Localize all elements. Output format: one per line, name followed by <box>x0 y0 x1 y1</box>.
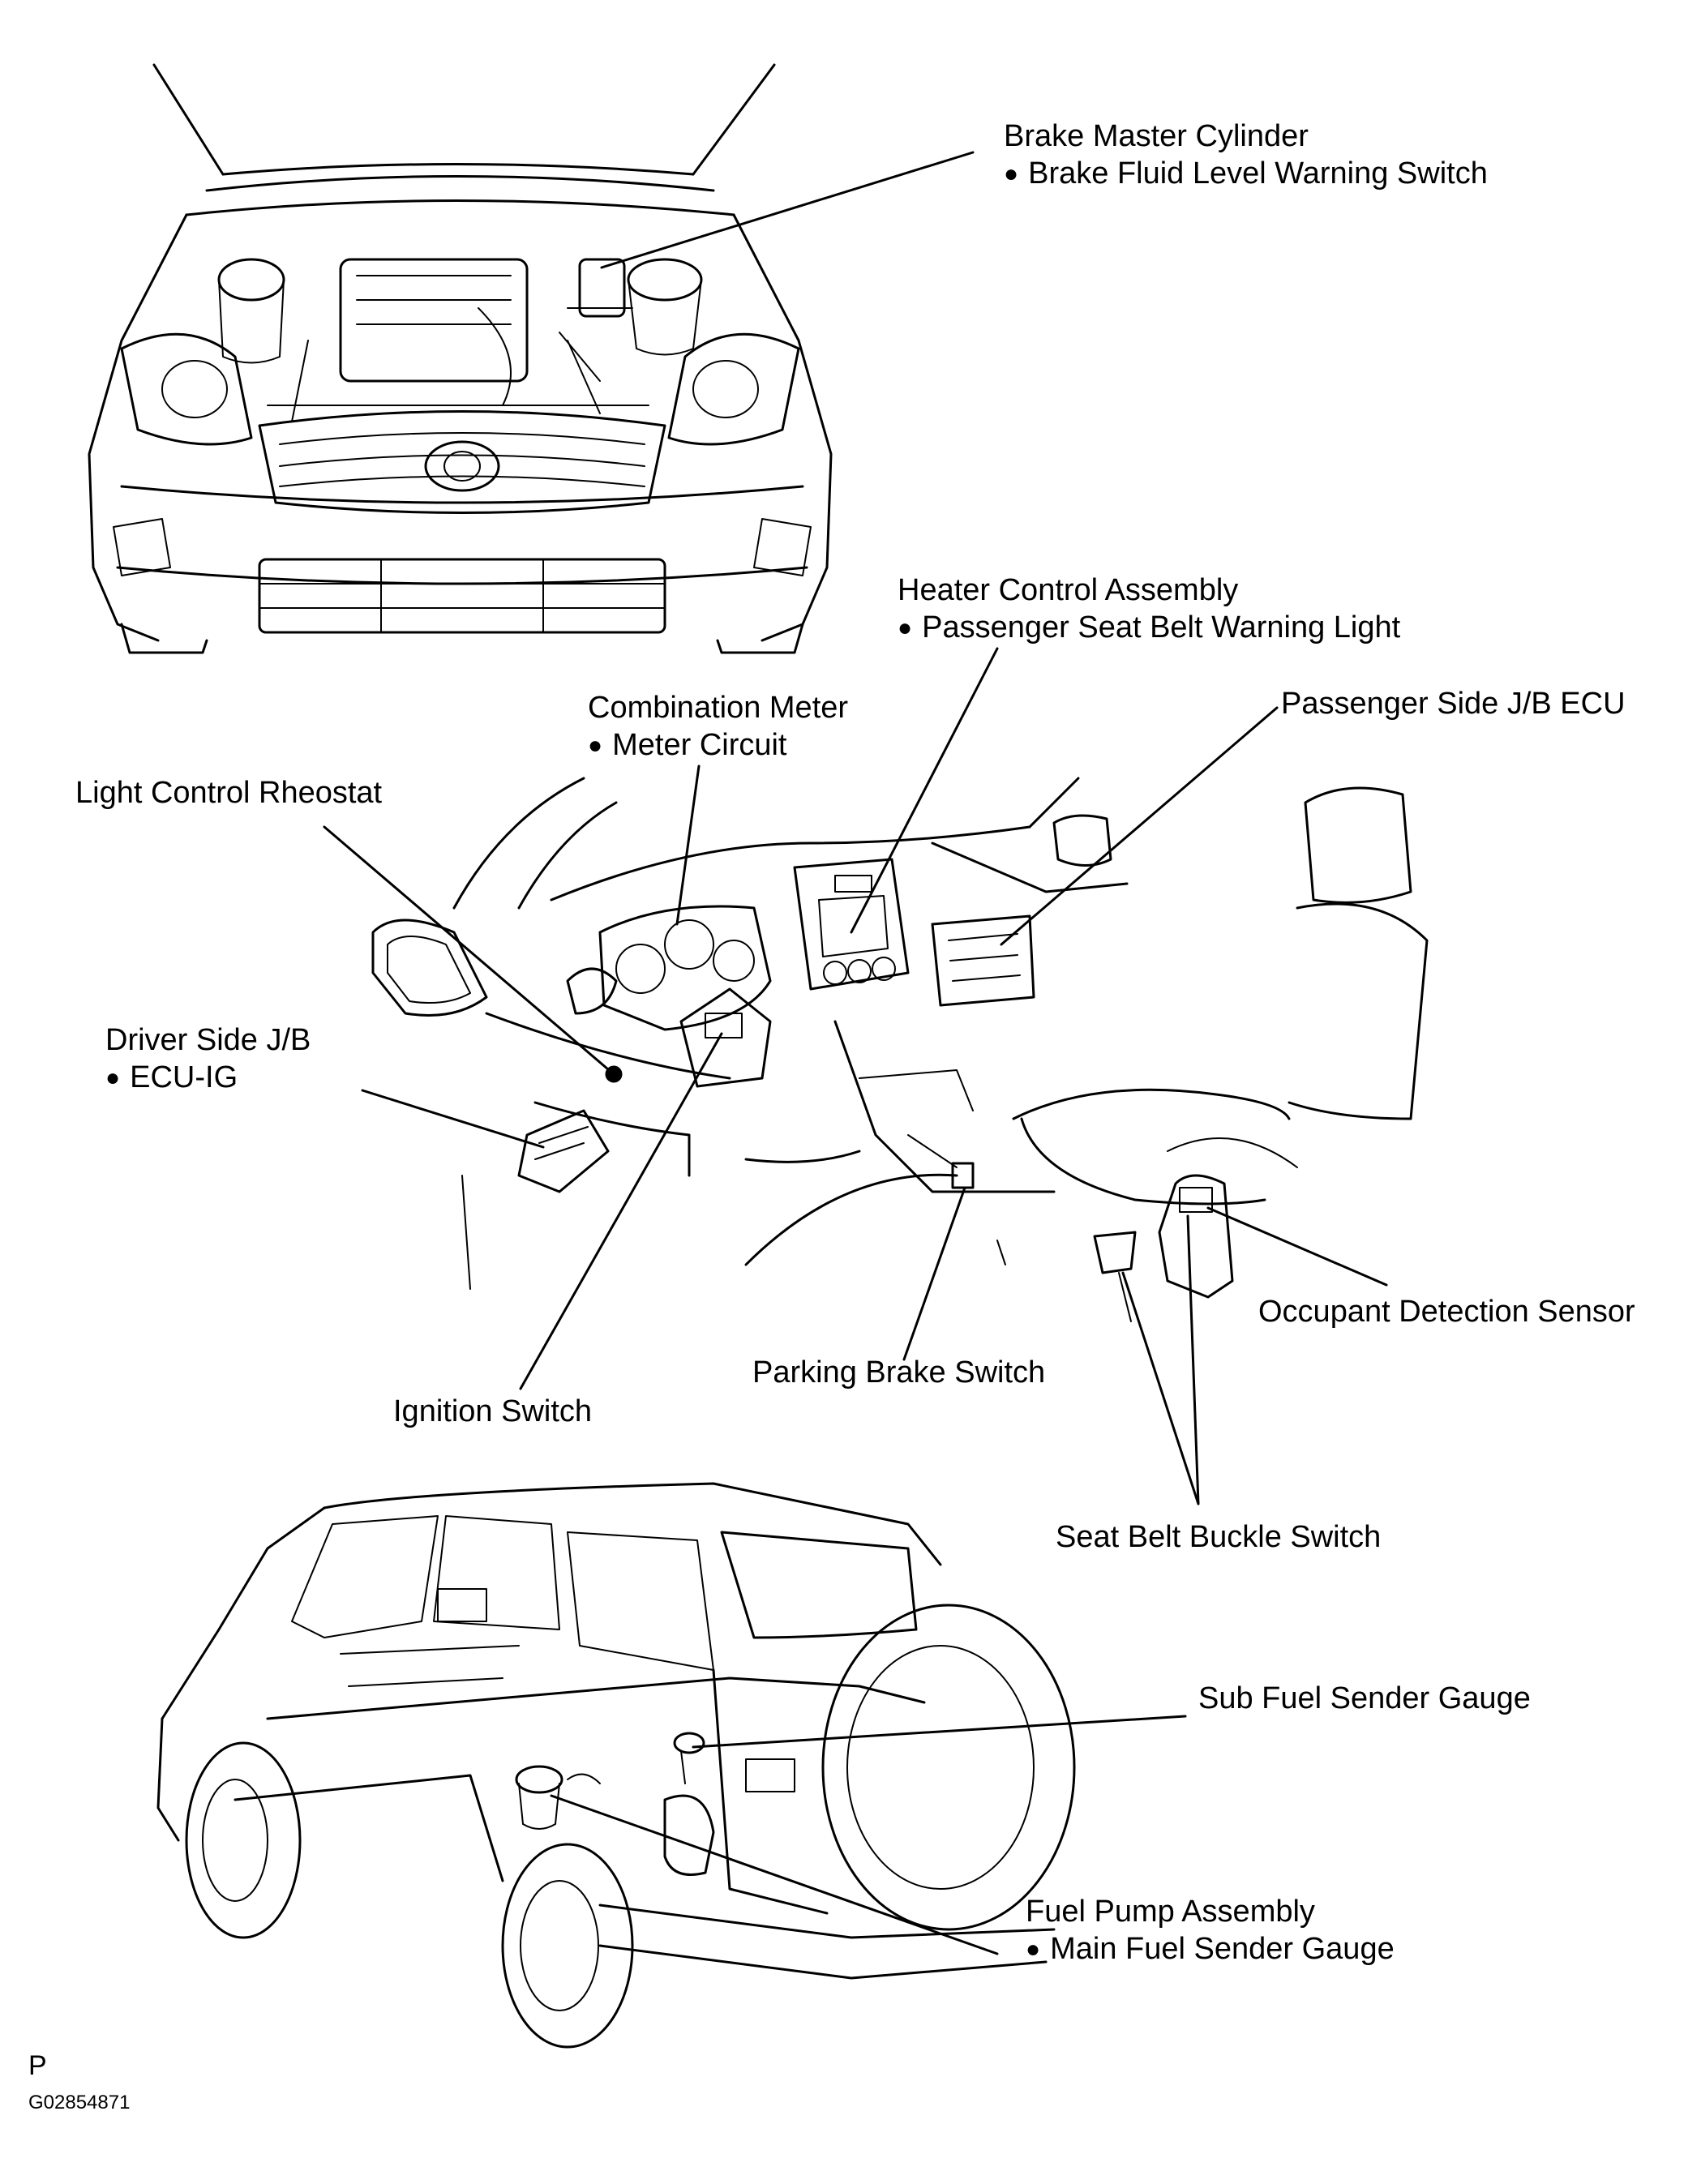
leader-fuel-pump-assembly <box>550 1794 999 1955</box>
fuel-pump-assembly-title: Fuel Pump Assembly <box>1026 1895 1315 1929</box>
interior-illustration <box>371 777 1429 1322</box>
rear-car-illustration <box>156 1482 1076 2049</box>
leader-heater-control-assembly <box>850 647 999 934</box>
label-fuel-pump-assembly: Fuel Pump Assembly Main Fuel Sender Gaug… <box>1026 1893 1395 1970</box>
label-heater-control-assembly: Heater Control Assembly Passenger Seat B… <box>898 572 1400 649</box>
heater-control-assembly-title: Heater Control Assembly <box>898 573 1239 607</box>
leader-seat-belt-buckle-switch-2 <box>1186 1214 1200 1505</box>
label-occupant-detection-sensor: Occupant Detection Sensor <box>1258 1293 1635 1330</box>
front-car-illustration <box>88 63 833 654</box>
label-combination-meter: Combination Meter Meter Circuit <box>588 689 848 766</box>
leader-occupant-detection-sensor <box>1206 1206 1388 1287</box>
brake-master-cylinder-title: Brake Master Cylinder <box>1004 119 1309 153</box>
page-mark: P <box>28 2050 47 2081</box>
ignition-switch-title: Ignition Switch <box>393 1394 593 1428</box>
leader-brake-master-cylinder <box>600 151 975 269</box>
label-light-control-rheostat: Light Control Rheostat <box>75 774 382 812</box>
leader-ignition-switch <box>519 1032 723 1390</box>
main-fuel-sender-gauge-label: Main Fuel Sender Gauge <box>1026 1930 1395 1970</box>
passenger-seat-belt-warning-light-label: Passenger Seat Belt Warning Light <box>898 609 1400 649</box>
leader-seat-belt-buckle-switch-1 <box>1121 1271 1200 1505</box>
label-brake-master-cylinder: Brake Master Cylinder Brake Fluid Level … <box>1004 118 1488 195</box>
label-seat-belt-buckle-switch: Seat Belt Buckle Switch <box>1056 1518 1381 1556</box>
leader-light-control-rheostat <box>323 825 615 1076</box>
leader-driver-side-jb <box>361 1089 545 1149</box>
meter-circuit-label: Meter Circuit <box>588 726 848 766</box>
label-sub-fuel-sender-gauge: Sub Fuel Sender Gauge <box>1198 1680 1531 1717</box>
leader-lines <box>323 151 1388 1955</box>
label-driver-side-jb: Driver Side J/B ECU-IG <box>105 1021 311 1098</box>
leader-combination-meter <box>675 764 701 926</box>
leader-sub-fuel-sender-gauge <box>692 1715 1187 1749</box>
figure-code: G02854871 <box>28 2092 131 2113</box>
combination-meter-title: Combination Meter <box>588 691 849 725</box>
label-parking-brake-switch: Parking Brake Switch <box>752 1354 1045 1391</box>
label-passenger-side-jb-ecu: Passenger Side J/B ECU <box>1281 685 1626 722</box>
driver-side-jb-title: Driver Side J/B <box>105 1023 311 1057</box>
seat-belt-buckle-switch-title: Seat Belt Buckle Switch <box>1056 1520 1382 1554</box>
occupant-detection-sensor-title: Occupant Detection Sensor <box>1258 1295 1635 1329</box>
brake-fluid-level-warning-switch-label: Brake Fluid Level Warning Switch <box>1004 155 1488 195</box>
ecu-ig-label: ECU-IG <box>105 1059 311 1098</box>
sub-fuel-sender-gauge-title: Sub Fuel Sender Gauge <box>1198 1681 1531 1715</box>
parking-brake-switch-title: Parking Brake Switch <box>752 1355 1046 1390</box>
leader-parking-brake-switch <box>902 1186 966 1361</box>
label-ignition-switch: Ignition Switch <box>393 1393 592 1430</box>
leader-passenger-side-jb-ecu <box>1000 706 1279 946</box>
passenger-side-jb-ecu-title: Passenger Side J/B ECU <box>1281 687 1626 721</box>
light-control-rheostat-title: Light Control Rheostat <box>75 776 383 810</box>
